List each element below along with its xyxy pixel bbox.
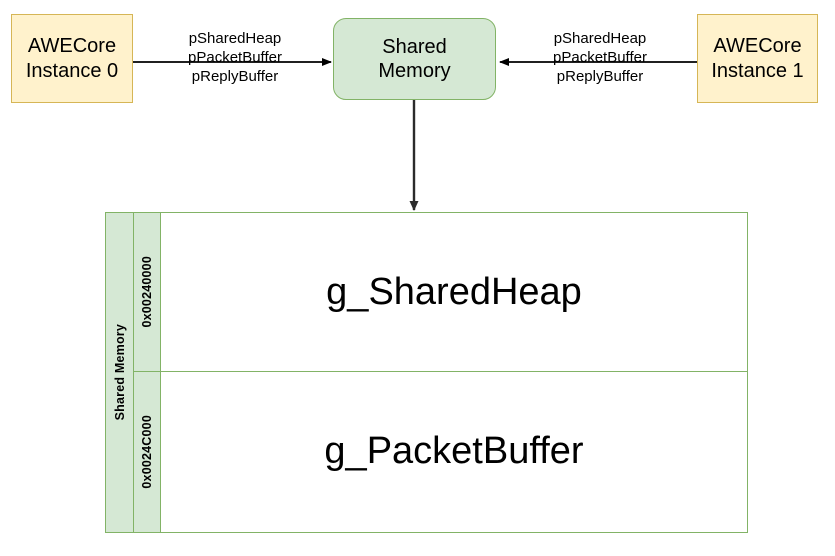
memory-region-row: g_PacketBuffer [161,372,747,531]
edge-label-instance0-line3: pReplyBuffer [191,68,279,86]
node-shared-memory-line1: Shared [382,35,447,58]
node-awecore-instance-1[interactable]: AWECore Instance 1 [697,14,818,103]
memory-layout-table: Shared Memory 0x00240000 0x0024C000 g_Sh… [105,212,748,533]
node-awecore-instance-0-line2: Instance 0 [25,59,119,82]
edge-label-instance0: pSharedHeap pPacketBuffer pReplyBuffer [155,29,315,87]
memory-table-region-column: g_SharedHeap g_PacketBuffer [161,213,747,532]
node-awecore-instance-0[interactable]: AWECore Instance 0 [11,14,133,103]
edge-label-instance0-line1: pSharedHeap [188,30,282,47]
node-awecore-instance-1-line1: AWECore [713,35,802,58]
memory-address-cell: 0x0024C000 [134,372,160,531]
memory-table-address-column: 0x00240000 0x0024C000 [134,213,161,532]
edge-label-instance1: pSharedHeap pPacketBuffer pReplyBuffer [520,29,680,87]
node-shared-memory-line2: Memory [378,60,451,82]
edge-label-instance1-line3: pReplyBuffer [556,68,644,86]
edge-label-instance0-line2: pPacketBuffer [188,49,282,67]
memory-table-group-column: Shared Memory [106,213,134,532]
edge-label-instance1-line1: pSharedHeap [553,30,647,47]
node-awecore-instance-0-line1: AWECore [27,35,117,58]
memory-address-1: 0x0024C000 [140,414,154,489]
memory-table-group-label: Shared Memory [112,324,127,421]
node-awecore-instance-1-line2: Instance 1 [711,59,804,82]
memory-region-label-0: g_SharedHeap [326,270,582,313]
edge-label-instance1-line2: pPacketBuffer [553,49,647,67]
memory-address-0: 0x00240000 [140,256,154,328]
node-shared-memory[interactable]: Shared Memory [333,18,496,100]
memory-address-cell: 0x00240000 [134,213,160,372]
memory-region-label-1: g_PacketBuffer [324,430,584,472]
memory-region-row: g_SharedHeap [161,213,747,372]
